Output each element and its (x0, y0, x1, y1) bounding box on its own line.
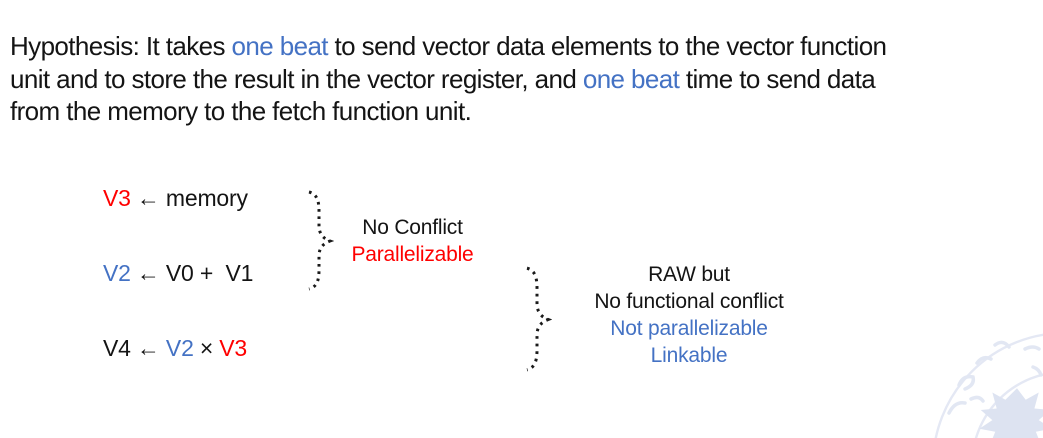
university-seal-watermark (934, 333, 1043, 438)
hypothesis-paragraph: Hypothesis: It takes one beat to send ve… (10, 30, 887, 128)
text-line: Linkable (650, 344, 728, 367)
seal-calligraphy-strokes (947, 340, 1043, 415)
text-segment: to send vector data elements to the vect… (327, 31, 887, 61)
dotted-brace-raw (526, 266, 552, 372)
text-segment: ← V0 + V1 (130, 260, 254, 286)
instruction-v4-multiply: V4 ← V2 × V3 (103, 334, 247, 362)
text-line: Not parallelizable (610, 317, 768, 340)
text-line: Parallelizable (351, 243, 474, 266)
text-line: No functional conflict (594, 290, 784, 313)
text-segment: V2 (103, 260, 131, 286)
text-segment: Hypothesis: It takes (10, 31, 232, 61)
text-segment: V3 (219, 335, 248, 361)
text-segment: V3 (103, 185, 131, 211)
text-segment: ← memory (130, 185, 248, 211)
text-segment: one beat (582, 63, 680, 94)
instruction-v2-add: V2 ← V0 + V1 (103, 259, 253, 287)
text-line: from the memory to the fetch function un… (10, 95, 886, 128)
text-line: RAW but (648, 263, 730, 286)
dotted-brace-no-conflict (308, 190, 334, 291)
text-segment: × (193, 335, 220, 361)
instruction-v3-load-memory: V3 ← memory (103, 184, 248, 212)
text-line: No Conflict (362, 216, 463, 239)
text-segment: V2 (165, 335, 194, 361)
text-line: unit and to store the result in the vect… (10, 63, 886, 96)
text-segment: one beat (231, 31, 329, 61)
text-segment: time to send data (679, 63, 876, 94)
text-segment: from the memory to the fetch function un… (10, 96, 472, 126)
text-segment: unit and to store the result in the vect… (10, 63, 583, 94)
text-segment: V4 ← (103, 335, 166, 361)
text-line: Hypothesis: It takes one beat to send ve… (10, 30, 887, 63)
seal-eagle-emblem (979, 388, 1043, 438)
